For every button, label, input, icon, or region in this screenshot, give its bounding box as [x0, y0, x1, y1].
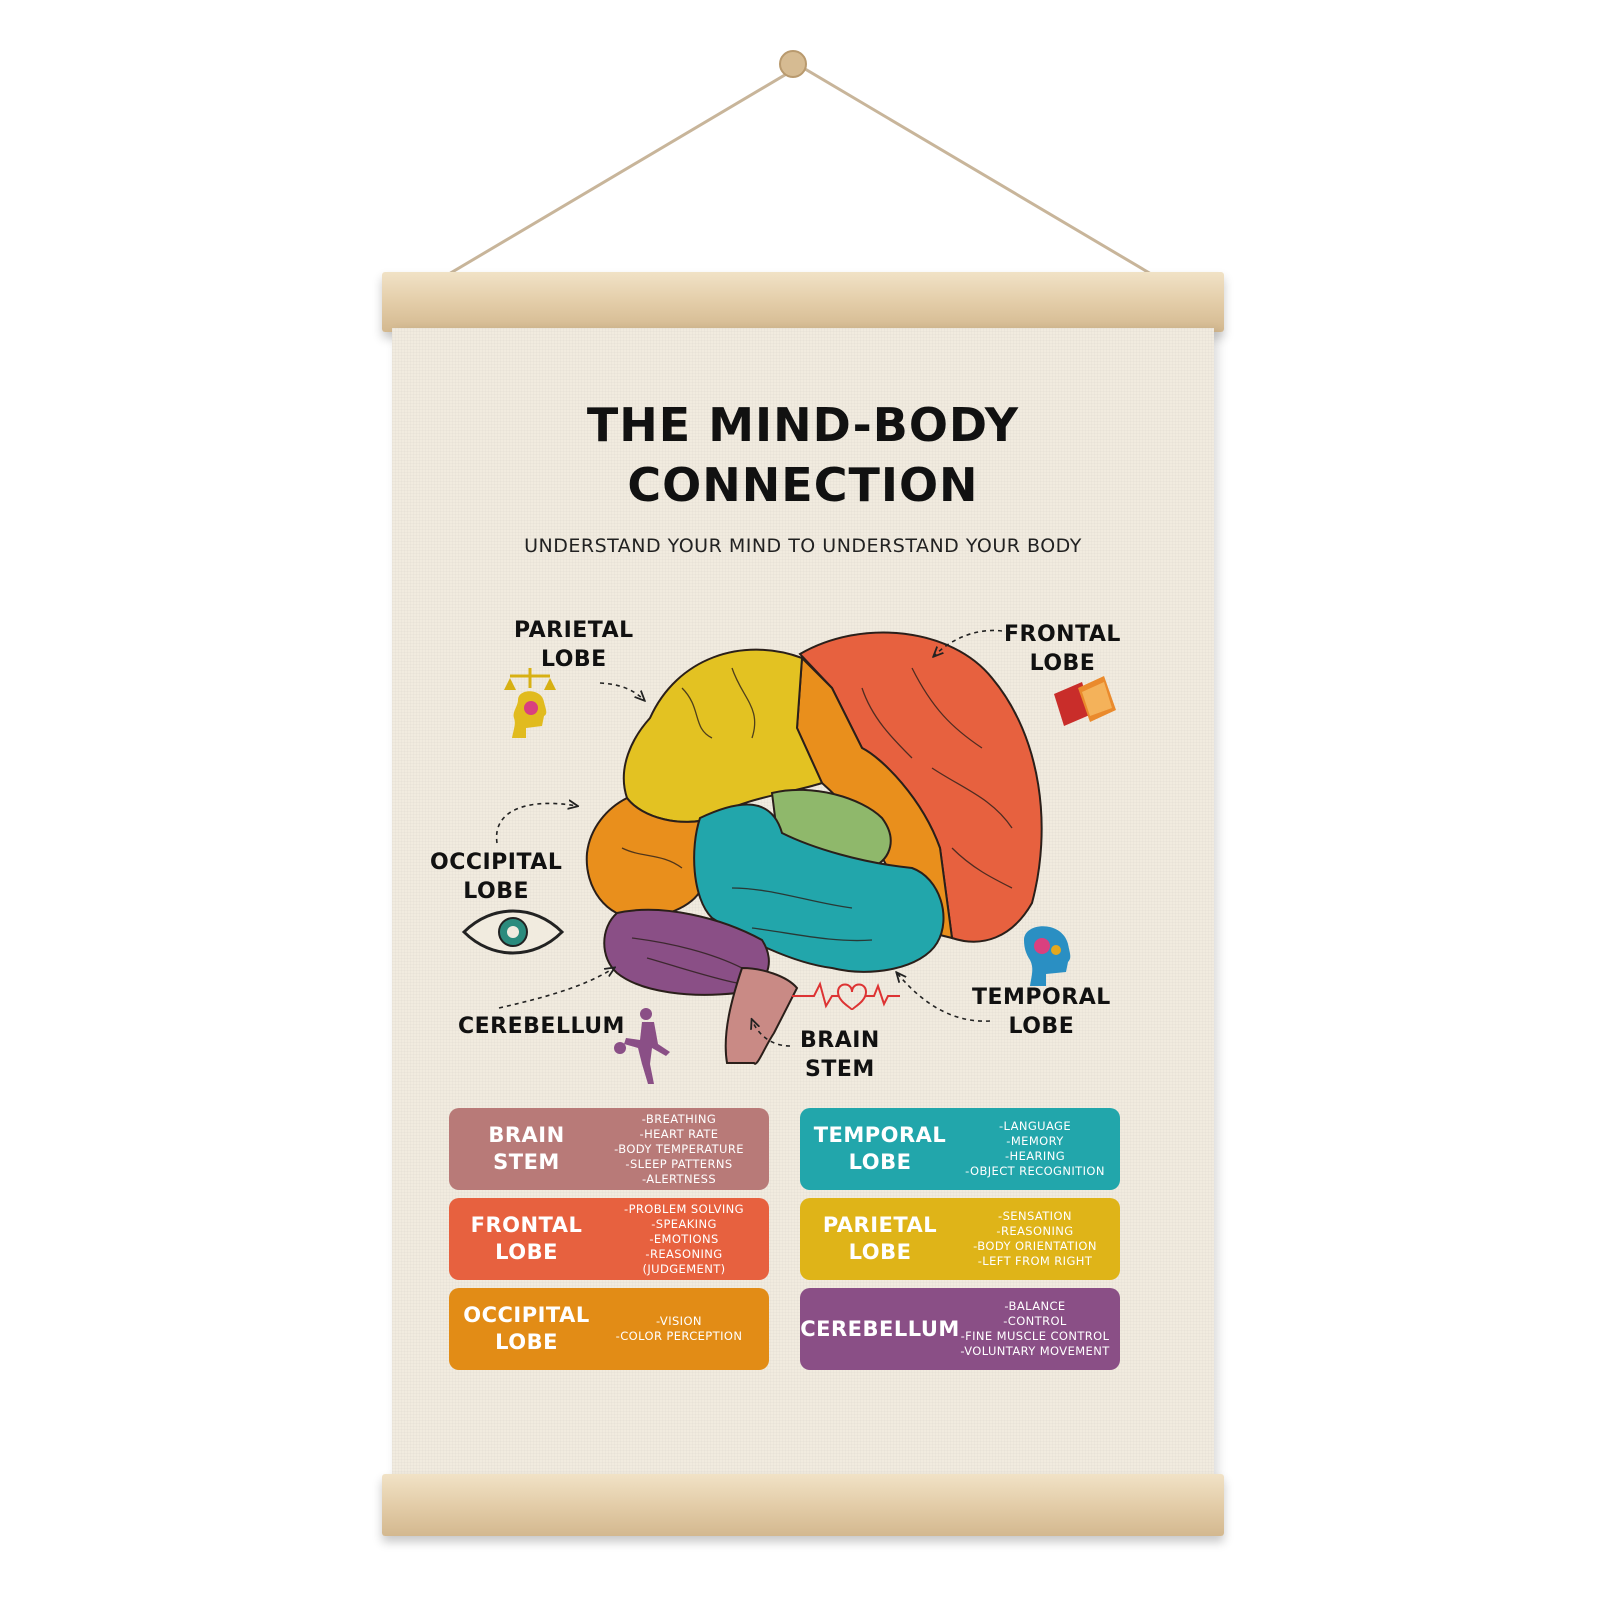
- card-title: CEREBELLUM: [800, 1316, 960, 1341]
- head-gears-icon: [1024, 926, 1071, 986]
- label-cerebellum: CEREBELLUM: [458, 1014, 625, 1039]
- temporal-lobe-region: [693, 803, 945, 973]
- card-function-list: -LANGUAGE-MEMORY-HEARING-OBJECT RECOGNIT…: [965, 1119, 1105, 1178]
- poster-title-line2: CONNECTION: [627, 458, 979, 512]
- soccer-player-icon: [614, 1008, 670, 1084]
- card-function-list: -BALANCE-CONTROL-FINE MUSCLE CONTROL-VOL…: [960, 1299, 1110, 1358]
- eye-icon: [461, 909, 565, 955]
- poster-canvas: THE MIND-BODY CONNECTION UNDERSTAND YOUR…: [392, 328, 1214, 1478]
- scales-head-icon: [504, 668, 556, 738]
- heartbeat-icon: [792, 981, 900, 1011]
- card-function-list: -BREATHING-HEART RATE-BODY TEMPERATURE-S…: [614, 1111, 744, 1186]
- wooden-hanger-bottom: [382, 1474, 1224, 1536]
- poster-title-line1: THE MIND-BODY: [586, 398, 1020, 452]
- hanging-rope: [404, 50, 1196, 302]
- card-function-list: -SENSATION-REASONING-BODY ORIENTATION-LE…: [973, 1209, 1097, 1268]
- wooden-hanger-top: [382, 272, 1224, 332]
- poster-subtitle: UNDERSTAND YOUR MIND TO UNDERSTAND YOUR …: [524, 535, 1082, 557]
- brain-illustration: [585, 631, 1043, 1065]
- brain-stem-region: [724, 966, 799, 1065]
- card-function-list: -VISION-COLOR PERCEPTION: [615, 1314, 743, 1343]
- books-icon: [1054, 676, 1116, 726]
- card-cerebellum: CEREBELLUM -BALANCE-CONTROL-FINE MUSCLE …: [800, 1288, 1120, 1370]
- brain-diagram: [461, 629, 1116, 1084]
- card-function-list: -PROBLEM SOLVING-SPEAKING-EMOTIONS-REASO…: [624, 1201, 744, 1276]
- label-arrows: [495, 629, 1003, 1047]
